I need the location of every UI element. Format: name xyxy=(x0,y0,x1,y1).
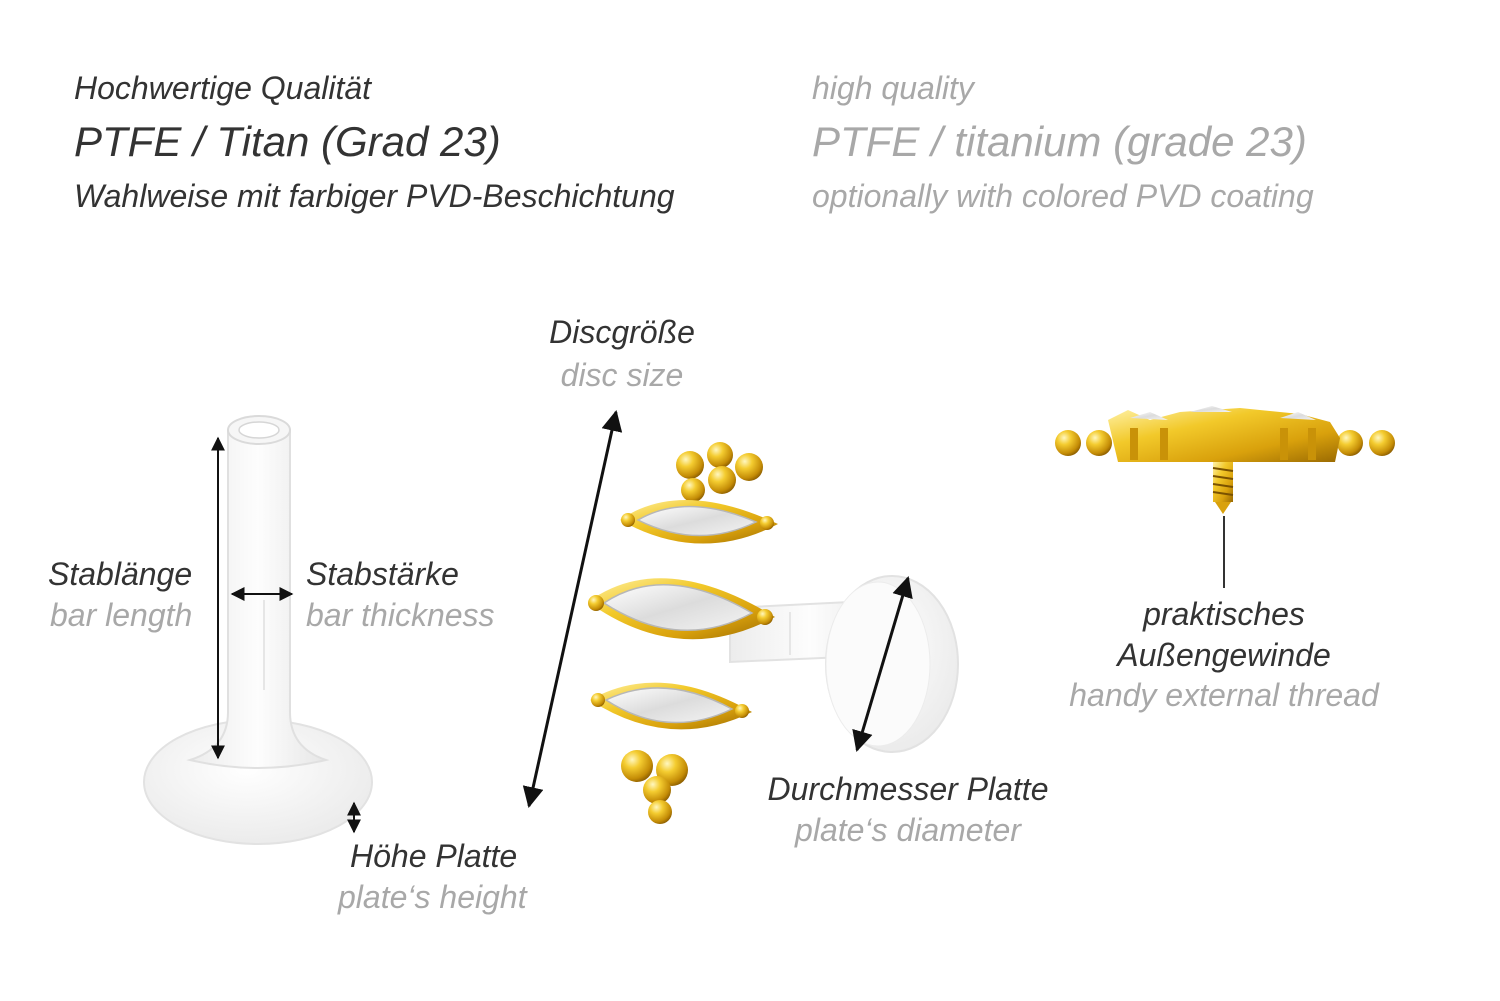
thread-label-de-line2: Außengewinde xyxy=(1117,637,1331,673)
header-quality-de: Hochwertige Qualität xyxy=(74,70,372,106)
thread-label-de-line1: praktisches xyxy=(1143,596,1305,632)
jeweled-top xyxy=(588,442,778,824)
labret-with-jeweled-top xyxy=(729,575,959,753)
jeweled-top-side-view xyxy=(1055,406,1395,514)
disc-size-arrow xyxy=(522,409,623,809)
bar-thickness-label-de: Stabstärke xyxy=(306,556,459,592)
header-coating-en: optionally with colored PVD coating xyxy=(812,178,1314,214)
plate-diameter-arrow xyxy=(852,575,913,753)
plate-height-label-en: plate‘s height xyxy=(338,879,527,915)
header-material-de: PTFE / Titan (Grad 23) xyxy=(74,118,501,165)
header-quality-en: high quality xyxy=(812,70,974,106)
header-material-en: PTFE / titanium (grade 23) xyxy=(812,118,1307,165)
disc-size-label-de: Discgröße xyxy=(549,314,695,350)
header-coating-de: Wahlweise mit farbiger PVD-Beschichtung xyxy=(74,178,675,214)
plate-diameter-label-de: Durchmesser Platte xyxy=(767,771,1049,807)
bar-thickness-label-en: bar thickness xyxy=(306,597,495,633)
thread-label-en: handy external thread xyxy=(1069,677,1379,713)
bar-length-label-de: Stablänge xyxy=(48,556,193,592)
bar-length-label-en: bar length xyxy=(50,597,193,633)
plate-height-label-de: Höhe Platte xyxy=(350,838,518,874)
disc-size-label-en: disc size xyxy=(560,357,684,393)
plate-diameter-label-en: plate‘s diameter xyxy=(795,812,1021,848)
